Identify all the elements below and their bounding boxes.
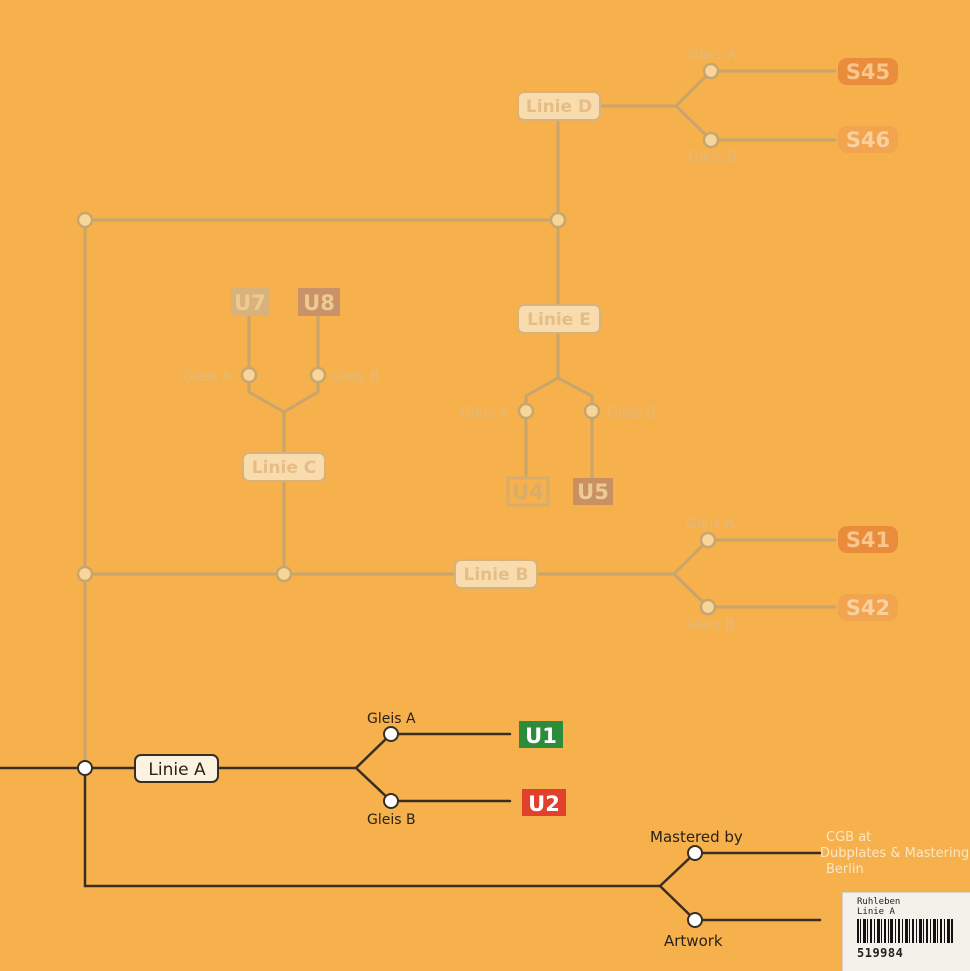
catalog-sticker: Ruhleben Linie A 519984 xyxy=(842,892,970,971)
gleis-node xyxy=(702,62,720,80)
s45-label: S45 xyxy=(846,60,890,84)
credit-node xyxy=(687,845,703,861)
artwork-label: Artwork xyxy=(664,932,723,950)
s41-label: S41 xyxy=(846,528,890,552)
s46-label: S46 xyxy=(846,128,890,152)
u2-label: U2 xyxy=(528,792,560,816)
u4-label: U4 xyxy=(512,480,544,504)
s45-badge xyxy=(838,58,898,85)
sticker-artist: Ruhleben xyxy=(857,897,901,907)
gleis-a-label: Gleis A xyxy=(686,516,735,532)
gleis-node xyxy=(383,726,399,742)
gleis-b-label: Gleis B xyxy=(367,812,416,828)
u7-label: U7 xyxy=(234,291,266,315)
junction-node xyxy=(76,565,94,583)
gleis-b-label: Gleis B xyxy=(688,149,737,165)
gleis-b-label: Gleis B xyxy=(686,617,735,633)
junction-node xyxy=(275,565,293,583)
credit-node xyxy=(687,912,703,928)
junction-node xyxy=(549,211,567,229)
gleis-node xyxy=(583,402,601,420)
junction-node xyxy=(77,760,93,776)
s41-badge xyxy=(838,526,898,553)
s46-badge xyxy=(838,126,898,153)
linie-d-box xyxy=(517,91,601,121)
gleis-node xyxy=(240,366,258,384)
gleis-node xyxy=(699,531,717,549)
s42-label: S42 xyxy=(846,596,890,620)
linie-a-box xyxy=(134,754,219,783)
sticker-title: Linie A xyxy=(857,907,895,917)
mastered-credit-line2: Dubplates & Mastering, xyxy=(820,846,970,861)
u2-badge xyxy=(522,789,566,816)
linie-c-label: Linie C xyxy=(252,458,317,478)
linie-b-box xyxy=(454,559,538,589)
u2-track xyxy=(354,766,512,803)
u1-badge xyxy=(519,721,563,748)
s46-track xyxy=(674,104,837,142)
s42-badge xyxy=(838,594,898,621)
gleis-node xyxy=(309,366,327,384)
sticker-number: 519984 xyxy=(857,946,904,960)
u7-badge xyxy=(231,288,269,316)
u8-badge xyxy=(298,288,340,316)
gleis-b-label: Gleis B xyxy=(607,405,656,421)
gleis-node xyxy=(517,402,535,420)
u4-badge xyxy=(506,476,550,507)
linie-c-box xyxy=(242,452,326,482)
s42-track xyxy=(672,572,837,609)
u5-badge xyxy=(573,478,613,505)
mastered-credit-line1: CGB at xyxy=(826,830,871,845)
gleis-a-label: Gleis A xyxy=(367,711,416,727)
linie-e-box xyxy=(517,304,601,334)
mastered-by-label: Mastered by xyxy=(650,828,743,846)
gleis-node xyxy=(699,598,717,616)
u8-label: U8 xyxy=(303,291,335,315)
gleis-node xyxy=(702,131,720,149)
linie-d-label: Linie D xyxy=(526,97,592,117)
gleis-node xyxy=(383,793,399,809)
barcode xyxy=(857,919,953,943)
linie-b-label: Linie B xyxy=(464,565,529,585)
u1-label: U1 xyxy=(525,724,557,748)
s41-track xyxy=(83,538,837,576)
linie-e-branch xyxy=(524,376,594,480)
mastered-track xyxy=(83,851,822,888)
gleis-b-label: Gleis B xyxy=(331,369,380,385)
s45-track xyxy=(598,69,837,108)
linie-c-branch xyxy=(247,312,320,414)
gleis-a-label: Gleis A xyxy=(183,369,232,385)
junction-node xyxy=(76,211,94,229)
u5-label: U5 xyxy=(577,480,609,504)
mastered-credit-line3: Berlin xyxy=(826,862,864,877)
gleis-a-label: Gleis A xyxy=(688,47,737,63)
gleis-a-label: Gleis A xyxy=(460,405,509,421)
artwork-track xyxy=(658,884,822,922)
linie-e-label: Linie E xyxy=(527,310,591,330)
u1-track xyxy=(354,732,512,770)
linie-a-label: Linie A xyxy=(148,760,206,780)
